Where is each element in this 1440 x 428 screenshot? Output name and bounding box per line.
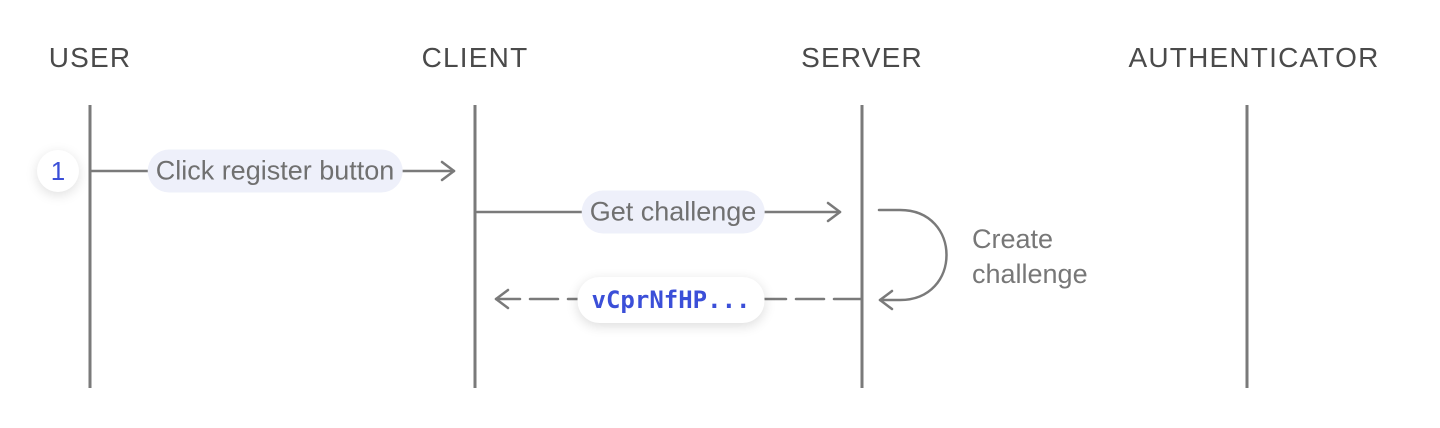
create-challenge-arrowhead: [878, 289, 894, 311]
challenge-return-arrowhead: [494, 288, 510, 310]
note-line-1: Create: [972, 224, 1054, 254]
actor-authenticator: AUTHENTICATOR: [1128, 42, 1380, 73]
lifeline-authenticator: [1245, 105, 1249, 388]
step-badge: 1: [37, 150, 79, 192]
message-challenge-value: vCprNfHP...: [577, 277, 765, 323]
create-challenge-note: Create challenge: [972, 222, 1088, 292]
actor-server: SERVER: [801, 42, 923, 73]
lifeline-client: [473, 105, 477, 388]
note-line-2: challenge: [972, 259, 1088, 289]
lifeline-user: [88, 105, 92, 388]
lifeline-server: [860, 105, 864, 388]
actor-client: CLIENT: [421, 42, 529, 73]
message-get-challenge: Get challenge: [581, 190, 765, 234]
actor-user: USER: [48, 42, 132, 73]
get-challenge-arrowhead: [826, 201, 842, 223]
message-click-register: Click register button: [147, 149, 403, 193]
click-register-arrowhead: [440, 160, 456, 182]
create-challenge-loop: [877, 208, 948, 302]
